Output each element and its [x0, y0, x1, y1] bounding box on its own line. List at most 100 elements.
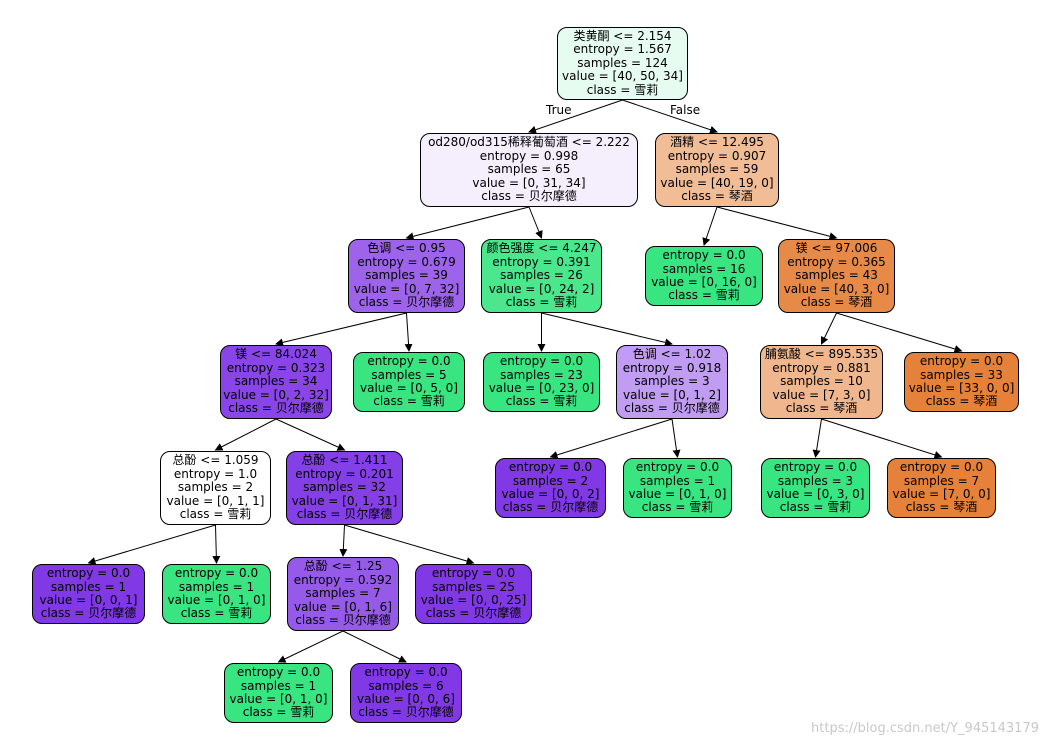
node-text-line: entropy = 0.592	[293, 572, 393, 587]
node-text-line: value = [0, 16, 0]	[651, 275, 757, 289]
node-text-line: samples = 34	[234, 374, 318, 389]
node-text-line: value = [40, 50, 34]	[562, 69, 683, 84]
node-text-line: 总酚 <= 1.25	[303, 559, 383, 574]
node-text-line: class = 琴酒	[800, 295, 873, 310]
node-text-line: entropy = 0.918	[622, 360, 722, 375]
tree-edge-arrow	[212, 524, 221, 564]
node-text-line: entropy = 0.0	[174, 566, 259, 581]
node-text-line: value = [0, 0, 6]	[357, 692, 455, 706]
node-text-line: samples = 7	[903, 473, 980, 488]
node-text-line: value = [0, 0, 1]	[39, 593, 138, 607]
tree-edge-arrow	[404, 312, 413, 352]
node-text-line: value = [0, 1, 2]	[623, 387, 721, 402]
node-text-line: entropy = 1.567	[573, 42, 672, 57]
node-text-line: 总酚 <= 1.059	[172, 453, 259, 468]
node-text-line: class = 雪莉	[586, 82, 659, 97]
node-text-line: value = [0, 7, 32]	[353, 281, 460, 296]
node-text-line: class = 贝尔摩德	[228, 401, 324, 416]
tree-edge-arrow	[702, 206, 718, 246]
node-text-line: entropy = 0.998	[479, 148, 579, 163]
node-text-line: samples = 1	[240, 678, 317, 693]
tree-edge-arrow	[812, 418, 822, 458]
node-text-line: 色调 <= 1.02	[632, 347, 712, 362]
true-edge-label: True	[546, 103, 572, 117]
node-text-line: entropy = 0.0	[499, 354, 584, 369]
tree-edge-arrow	[339, 524, 348, 557]
node-text-line: value = [0, 2, 32]	[223, 387, 329, 402]
node-text-line: entropy = 0.391	[492, 254, 591, 269]
node-text-line: samples = 33	[920, 367, 1003, 382]
node-text-line: class = 贝尔摩德	[624, 401, 720, 416]
node-text-line: value = [40, 3, 0]	[783, 281, 890, 296]
tree-edge-arrow	[275, 418, 346, 451]
node-text-line: entropy = 0.0	[899, 460, 984, 475]
node-text-line: value = [7, 0, 0]	[892, 487, 991, 501]
node-text-line: class = 琴酒	[925, 394, 998, 409]
node-text-line: samples = 1	[639, 473, 716, 488]
node-text-line: entropy = 0.0	[635, 460, 720, 475]
edge-layer	[87, 99, 963, 663]
node-text-line: entropy = 0.201	[295, 466, 394, 481]
node-text-line: samples = 10	[780, 374, 863, 389]
node-text-line: samples = 1	[50, 579, 127, 594]
node-text-line: samples = 59	[675, 162, 759, 177]
node-text-line: class = 雪莉	[505, 394, 578, 409]
node-text-line: 类黄酮 <= 2.154	[573, 28, 672, 43]
node-text-line: samples = 1	[178, 579, 255, 594]
tree-edge-arrow	[277, 630, 344, 663]
node-text-line: value = [40, 19, 0]	[660, 175, 774, 190]
tree-edge-arrow	[820, 312, 837, 345]
node-text-line: value = [0, 31, 34]	[472, 175, 586, 190]
node-text-line: samples = 6	[368, 678, 444, 693]
tree-edge-arrow	[541, 312, 673, 347]
node-text-line: value = [0, 1, 6]	[294, 599, 392, 614]
node-text-line: entropy = 0.0	[508, 460, 593, 475]
tree-edge-arrow	[214, 418, 277, 451]
node-text-line: value = [0, 0, 2]	[501, 487, 600, 501]
node-text-line: entropy = 0.881	[772, 360, 871, 375]
tree-edge-arrow	[275, 312, 407, 347]
node-text-line: 总酚 <= 1.411	[301, 453, 388, 468]
node-text-line: value = [0, 1, 1]	[166, 493, 265, 508]
node-text-line: class = 贝尔摩德	[295, 613, 391, 628]
node-text-line: entropy = 1.0	[173, 466, 258, 481]
node-text-line: 镁 <= 84.024	[235, 347, 317, 362]
node-text-line: value = [0, 5, 0]	[360, 381, 458, 395]
node-text-line: 色调 <= 0.95	[367, 241, 446, 256]
node-text-line: class = 琴酒	[681, 189, 753, 204]
node-text-line: samples = 2	[177, 480, 254, 495]
node-text-line: samples = 3	[634, 374, 710, 389]
node-text-line: class = 贝尔摩德	[40, 606, 137, 621]
tree-edge-arrow	[622, 99, 718, 134]
node-text-line: class = 雪莉	[373, 394, 445, 409]
node-text-line: samples = 16	[662, 261, 746, 276]
node-text-line: samples = 3	[777, 473, 854, 488]
node-text-line: entropy = 0.323	[226, 360, 326, 375]
node-text-line: samples = 5	[371, 367, 447, 382]
node-text-line: entropy = 0.0	[46, 566, 131, 581]
node-text-line: class = 贝尔摩德	[425, 606, 522, 621]
tree-edge-arrow	[405, 206, 530, 241]
node-text-line: entropy = 0.0	[919, 354, 1004, 369]
tree-edge-arrow	[716, 206, 838, 241]
node-text-line: class = 雪莉	[179, 507, 252, 522]
node-text-line: entropy = 0.679	[357, 254, 456, 269]
node-text-line: value = [0, 3, 0]	[766, 487, 865, 501]
node-text-line: samples = 124	[577, 55, 668, 70]
node-text-line: value = [33, 0, 0]	[908, 381, 1015, 395]
